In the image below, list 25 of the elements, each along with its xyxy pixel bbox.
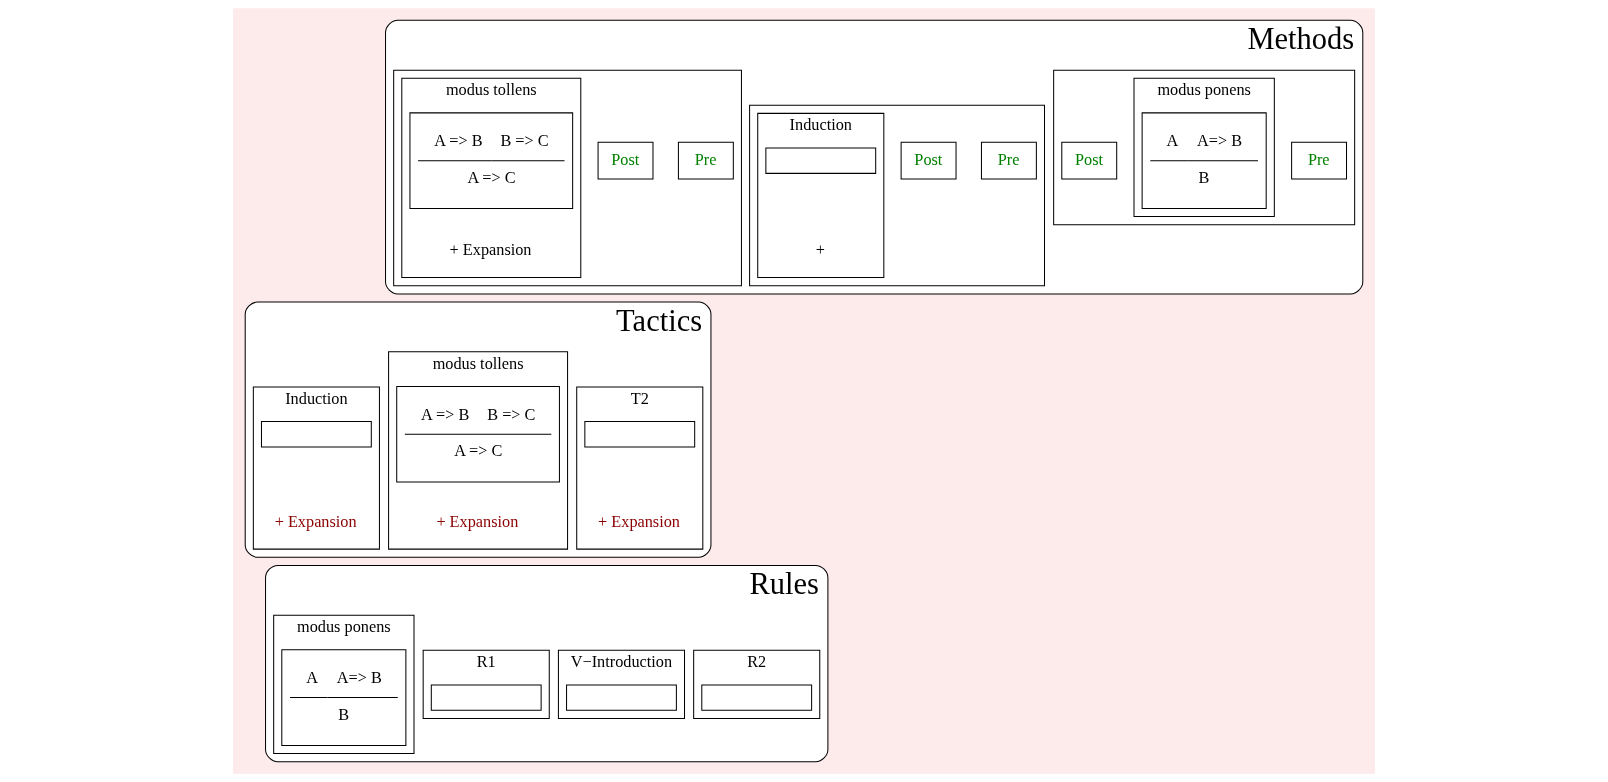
node-box: A => B B => C A => C bbox=[409, 112, 574, 209]
node-box: A A=> B B bbox=[1141, 112, 1267, 209]
node-box: Pre bbox=[677, 141, 734, 180]
cluster: T2 + Expansion bbox=[576, 386, 704, 550]
node-box: Post bbox=[900, 141, 957, 180]
node-box bbox=[765, 147, 877, 174]
cluster: Induction + Expansion bbox=[252, 386, 380, 550]
cluster: R1 bbox=[422, 649, 550, 719]
node-box bbox=[701, 684, 813, 711]
cluster bbox=[749, 104, 1045, 287]
node-box: Pre bbox=[1291, 141, 1348, 180]
node-box: Pre bbox=[980, 141, 1037, 180]
node-box: A => B B => C A => C bbox=[396, 385, 560, 483]
cluster bbox=[1053, 69, 1356, 226]
node-box bbox=[566, 684, 677, 711]
cluster: R2 bbox=[693, 649, 821, 719]
cluster bbox=[393, 69, 742, 287]
node-box: Post bbox=[597, 141, 654, 180]
node-box: A A=> B B bbox=[281, 649, 407, 746]
node-box: Post bbox=[1061, 141, 1118, 180]
cluster: V−Introduction bbox=[557, 649, 685, 719]
cluster: Induction + bbox=[757, 112, 885, 279]
node-box bbox=[430, 684, 542, 711]
node-box bbox=[584, 421, 696, 448]
node-box bbox=[260, 421, 372, 448]
